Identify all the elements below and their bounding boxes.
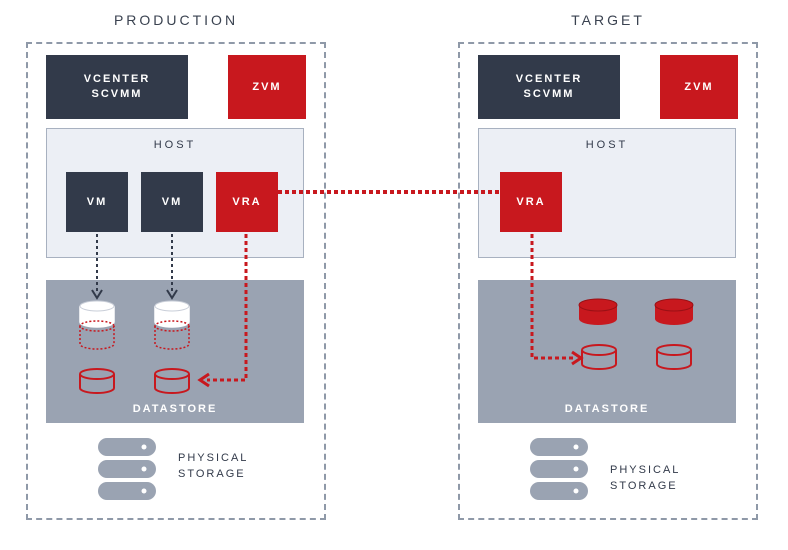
production-datastore-label: DATASTORE [132,403,218,415]
target-zvm-box: ZVM [660,55,738,119]
production-disk-outline-icon-2 [154,368,190,394]
vm1-disk-icon [79,300,115,350]
target-disk-outline-icon-2 [656,344,692,370]
production-vra: VRA [216,172,278,232]
target-disk-solid-icon-1 [578,298,618,325]
target-disk-outline-icon-1 [581,344,617,370]
production-title: PRODUCTION [113,12,239,28]
production-physical-storage-icon [98,438,156,500]
target-vcenter-box: VCENTER SCVMM [478,55,620,119]
vm2-to-disk-arrow [166,234,178,300]
production-vm-2: VM [141,172,203,232]
production-disk-outline-icon-1 [79,368,115,394]
vm1-to-disk-arrow [91,234,103,300]
production-zvm-box: ZVM [228,55,306,119]
target-vra: VRA [500,172,562,232]
vm2-disk-icon [154,300,190,350]
target-title: TARGET [571,12,645,28]
target-physical-storage-icon [530,438,588,500]
production-vcenter-box: VCENTER SCVMM [46,55,188,119]
target-physical-storage-label: PHYSICAL STORAGE [610,464,681,492]
target-host-label: HOST [585,139,629,151]
production-site-boundary [26,42,326,520]
production-host-label: HOST [153,139,197,151]
target-site-boundary [458,42,758,520]
target-vra-to-disk-path [530,234,584,366]
target-datastore-label: DATASTORE [564,403,650,415]
target-disk-solid-icon-2 [654,298,694,325]
production-physical-storage-label: PHYSICAL STORAGE [178,452,249,480]
production-vra-to-disk-path [197,234,248,388]
production-vm-1: VM [66,172,128,232]
